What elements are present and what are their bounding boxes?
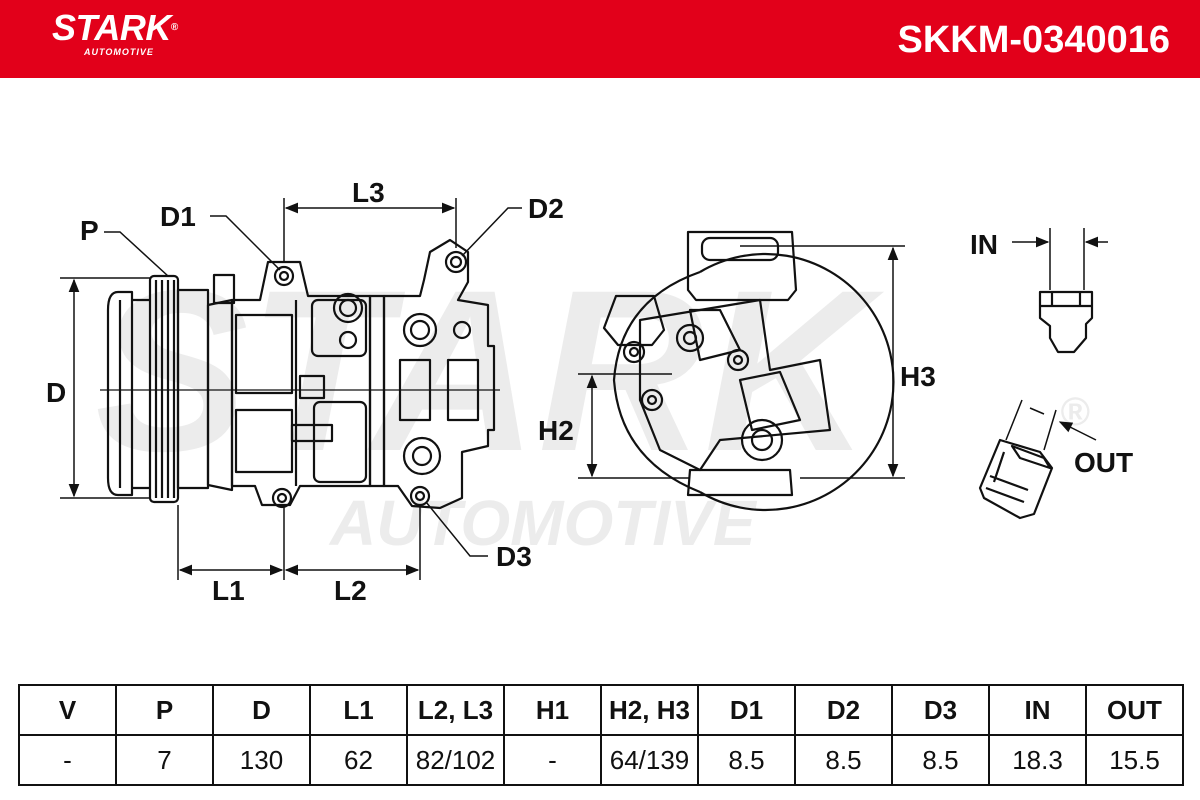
spec-header-cell: D	[212, 684, 311, 736]
side-dimensions	[60, 198, 522, 580]
spec-value-cell: -	[18, 734, 117, 786]
part-number: SKKM-0340016	[897, 19, 1170, 61]
spec-header-cell: IN	[988, 684, 1087, 736]
technical-drawing: STARK AUTOMOTIVE ®	[46, 177, 1133, 606]
spec-value-cell: 130	[212, 734, 311, 786]
label-d3: D3	[496, 541, 532, 572]
label-l1: L1	[212, 575, 245, 606]
header-bar: STARK® AUTOMOTIVE SKKM-0340016	[0, 0, 1200, 78]
spec-value-cell: 64/139	[600, 734, 699, 786]
watermark-main: STARK	[95, 242, 885, 499]
spec-table: V P D L1 L2, L3 H1 H2, H3 D1 D2 D3 IN OU…	[18, 684, 1184, 786]
dimension-labels: P D1 L3 D2 D L1 L2 D3 H2 H3 IN OUT	[46, 177, 1133, 606]
spec-value-cell: 8.5	[891, 734, 990, 786]
logo-subtitle: AUTOMOTIVE	[84, 47, 154, 57]
watermark-registered: ®	[1060, 390, 1090, 434]
spec-header-cell: P	[115, 684, 214, 736]
logo-brand: STARK	[52, 7, 171, 48]
watermark: STARK AUTOMOTIVE ®	[95, 242, 1090, 559]
logo-registered: ®	[170, 22, 178, 33]
spec-header-cell: L2, L3	[406, 684, 505, 736]
spec-header-cell: D1	[697, 684, 796, 736]
spec-header-cell: V	[18, 684, 117, 736]
spec-header-cell: L1	[309, 684, 408, 736]
out-fitting	[978, 438, 1054, 520]
spec-value-cell: 8.5	[794, 734, 893, 786]
spec-header-cell: D2	[794, 684, 893, 736]
label-l3: L3	[352, 177, 385, 208]
out-dimension	[1005, 399, 1097, 451]
spec-header-cell: H2, H3	[600, 684, 699, 736]
spec-value-cell: 18.3	[988, 734, 1087, 786]
label-out: OUT	[1074, 447, 1133, 478]
label-d1: D1	[160, 201, 196, 232]
spec-header-row: V P D L1 L2, L3 H1 H2, H3 D1 D2 D3 IN OU…	[18, 684, 1184, 736]
compressor-rear-view	[602, 230, 895, 512]
label-l2: L2	[334, 575, 367, 606]
spec-value-cell: 82/102	[406, 734, 505, 786]
label-d2: D2	[528, 193, 564, 224]
label-p: P	[80, 215, 99, 246]
spec-header-cell: D3	[891, 684, 990, 736]
spec-value-row: - 7 130 62 82/102 - 64/139 8.5 8.5 8.5 1…	[18, 734, 1184, 786]
rear-dimensions	[578, 245, 905, 479]
in-fitting	[1038, 290, 1094, 354]
spec-value-cell: 7	[115, 734, 214, 786]
compressor-side-view	[100, 238, 500, 510]
label-h2: H2	[538, 415, 574, 446]
spec-value-cell: -	[503, 734, 602, 786]
in-dimension	[1012, 228, 1108, 290]
spec-header-cell: H1	[503, 684, 602, 736]
spec-value-cell: 8.5	[697, 734, 796, 786]
watermark-sub: AUTOMOTIVE	[328, 487, 758, 559]
label-d: D	[46, 377, 66, 408]
spec-value-cell: 15.5	[1085, 734, 1184, 786]
spec-header-cell: OUT	[1085, 684, 1184, 736]
stark-logo: STARK® AUTOMOTIVE	[52, 7, 178, 58]
label-in: IN	[970, 229, 998, 260]
label-h3: H3	[900, 361, 936, 392]
spec-value-cell: 62	[309, 734, 408, 786]
